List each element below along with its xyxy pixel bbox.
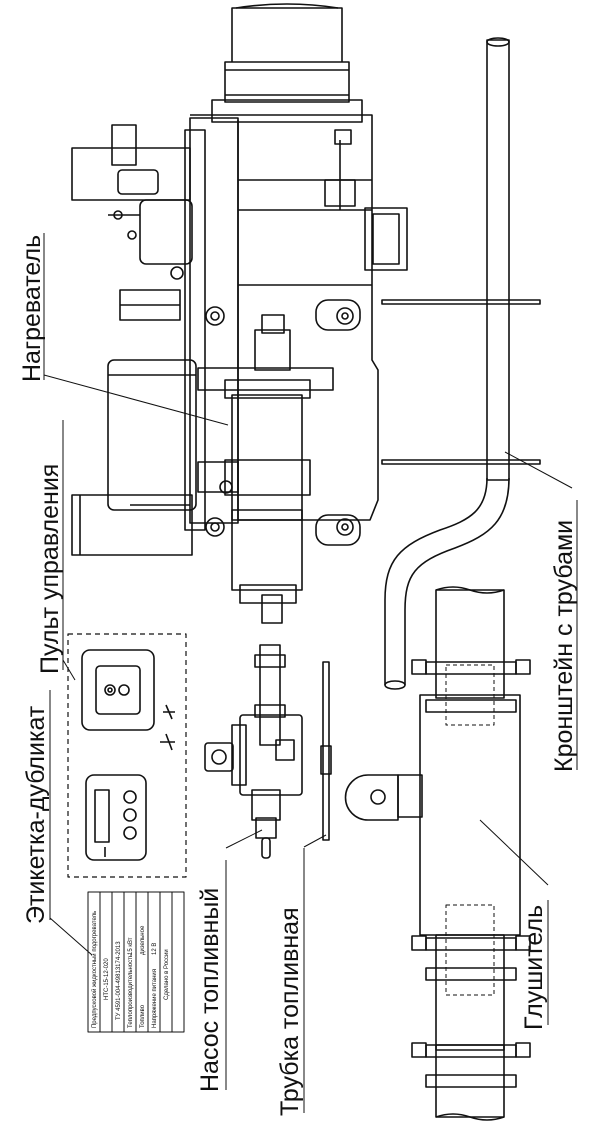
- tag-line-8: Напряжение питания: [152, 969, 158, 1028]
- tag-line-6: Топливо: [140, 1004, 146, 1028]
- tag-line-5: 15 кВт: [128, 937, 134, 955]
- tag-line-1: Предпусковой жидкостный подогреватель: [91, 911, 98, 1028]
- label-tag: [87, 891, 185, 1033]
- control-panel-group: [67, 633, 187, 878]
- leader-lines: [43, 233, 578, 1113]
- tag-line-7: дизельное: [140, 925, 146, 955]
- tag-line-2: НТС-15-12-020: [104, 958, 110, 1000]
- heater-assembly: [71, 3, 408, 624]
- fuel-pump: [204, 644, 303, 859]
- fuel-pump-label: Насос топливный: [196, 887, 224, 1092]
- fuel-tube: [320, 661, 332, 841]
- bracket-with-pipes: [381, 37, 541, 690]
- tag-line-10: Сделано в России: [164, 949, 170, 1000]
- bracket-label: Кронштейн с трубами: [550, 519, 578, 772]
- muffler-label: Глушитель: [520, 904, 548, 1030]
- tag-line-9: 12 В: [152, 943, 158, 955]
- control-panel-label: Пульт управления: [36, 463, 64, 674]
- heater-label: Нагреватель: [18, 234, 46, 382]
- label-duplicate-label: Этикетка-дубликат: [22, 705, 50, 924]
- tag-line-4: Теплопроизводительность: [128, 954, 134, 1028]
- label-tag-text: Предпусковой жидкостный подогреватель НТ…: [91, 911, 170, 1028]
- fuel-tube-label: Трубка топливная: [276, 907, 304, 1116]
- tag-line-3: ТУ 4591-004-49813174-2013: [116, 941, 122, 1020]
- muffler: [344, 586, 531, 1121]
